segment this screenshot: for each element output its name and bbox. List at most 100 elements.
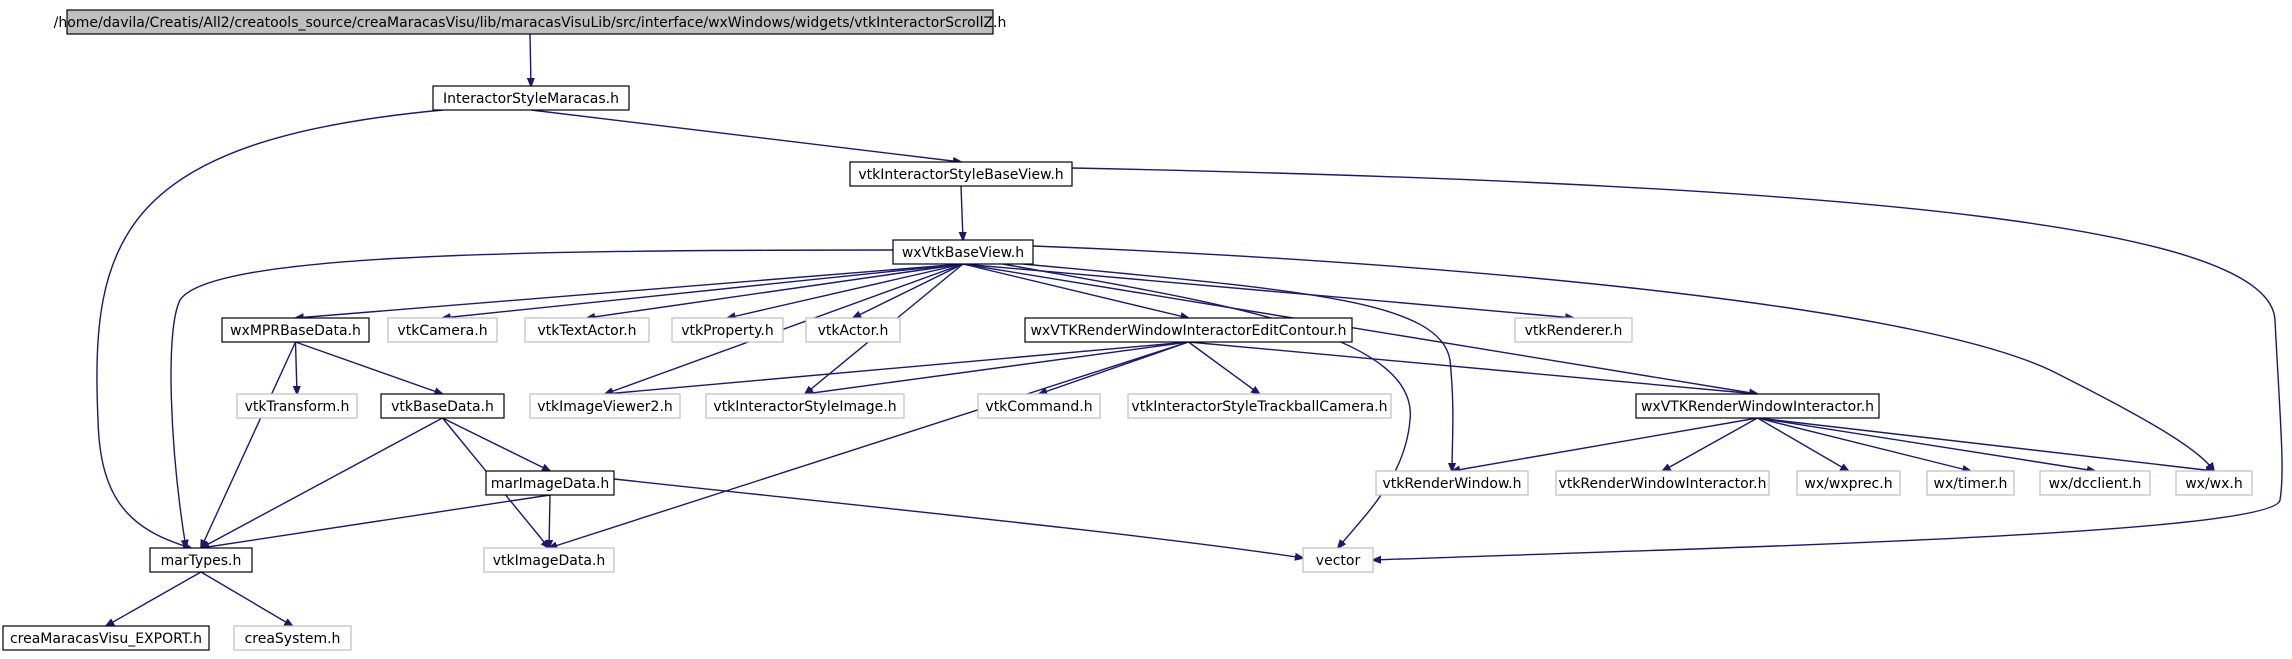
node-label: InteractorStyleMaracas.h — [443, 91, 619, 107]
node-wxtimer: wx/timer.h — [1926, 470, 2015, 496]
edge-vtkbd-to-martypes — [201, 417, 443, 548]
node-wxdc: wx/dcclient.h — [2039, 470, 2151, 496]
edge-wxvbv-to-wxmpr — [296, 263, 964, 318]
edge-marid-to-martypes — [201, 494, 551, 548]
node-wxrwiec[interactable]: wxVTKRenderWindowInteractorEditContour.h — [1024, 317, 1353, 343]
node-box — [1127, 393, 1392, 419]
node-box — [485, 470, 615, 496]
node-export[interactable]: creaMaracasVisu_EXPORT.h — [2, 625, 210, 651]
node-vtkbd[interactable]: vtkBaseData.h — [380, 393, 505, 419]
edge-wxvbv-to-vtkiv2 — [605, 263, 964, 394]
node-box — [483, 547, 615, 573]
edge-wxrwi-to-vtkrwi — [1663, 417, 1758, 471]
node-box — [233, 625, 352, 651]
node-box — [1024, 317, 1353, 343]
node-label: wxVTKRenderWindowInteractor.h — [1641, 399, 1874, 415]
node-creasys: creaSystem.h — [233, 625, 352, 651]
node-label: wxVTKRenderWindowInteractorEditContour.h — [1030, 323, 1346, 339]
edge-wxrwiec-to-vtkistc — [1188, 341, 1260, 394]
node-label: wx/wx.h — [2185, 476, 2243, 492]
node-vtkcmd: vtkCommand.h — [977, 393, 1101, 419]
edge-wxvbv-to-martypes — [170, 249, 894, 548]
node-vtkcam: vtkCamera.h — [387, 317, 498, 343]
edge-vtkbd-to-marid — [442, 417, 551, 471]
node-box — [1926, 470, 2015, 496]
edge-wxvbv-to-vtktxt — [587, 263, 964, 318]
edge-root-to-ism — [530, 33, 531, 86]
node-label: marImageData.h — [491, 476, 610, 492]
edge-marid-to-vtkid — [549, 494, 550, 548]
node-box — [149, 547, 253, 573]
node-vtktrans: vtkTransform.h — [236, 393, 358, 419]
node-label: vtkTextActor.h — [537, 323, 636, 339]
edge-wxvbv-to-wxwx — [1032, 245, 2214, 471]
node-wxwx: wx/wx.h — [2175, 470, 2253, 496]
node-label: vtkCamera.h — [397, 323, 487, 339]
edge-wxvbv-to-wxrwi — [962, 263, 1758, 394]
node-label: creaSystem.h — [245, 631, 341, 647]
node-martypes[interactable]: marTypes.h — [149, 547, 253, 573]
node-vtkistc: vtkInteractorStyleTrackballCamera.h — [1127, 393, 1392, 419]
node-box — [671, 317, 784, 343]
node-box — [236, 393, 358, 419]
node-box — [1302, 547, 1374, 573]
edge-wxvbv-to-vtkren — [962, 263, 1574, 318]
node-label: wxMPRBaseData.h — [230, 323, 361, 339]
node-vtkisi: vtkInteractorStyleImage.h — [705, 393, 905, 419]
node-label: wx/timer.h — [1934, 476, 2008, 492]
node-box — [432, 85, 630, 111]
edge-wxrwi-to-wxprec — [1757, 417, 1849, 471]
node-vtkrw: vtkRenderWindow.h — [1375, 470, 1529, 496]
node-vtkren: vtkRenderer.h — [1514, 317, 1633, 343]
node-box — [387, 317, 498, 343]
edge-ism-to-martypes — [96, 109, 444, 548]
edge-wxrwiec-to-vtkcmd — [1039, 341, 1189, 394]
node-label: marTypes.h — [161, 553, 242, 569]
edge-wxmpr-to-vtktrans — [296, 341, 298, 394]
node-wxrwi[interactable]: wxVTKRenderWindowInteractor.h — [1635, 393, 1880, 419]
node-box — [221, 317, 370, 343]
edge-ism-to-isbv — [530, 109, 961, 162]
edge-wxrwi-to-vtkrw — [1452, 417, 1758, 471]
node-wxprec: wx/wxprec.h — [1796, 470, 1901, 496]
edge-wxvbv-to-vtkprop — [728, 263, 964, 318]
node-label: vtkBaseData.h — [391, 399, 494, 415]
node-label: vtkRenderWindow.h — [1383, 476, 1522, 492]
node-label: vtkActor.h — [818, 323, 889, 339]
node-box — [2175, 470, 2253, 496]
node-box — [1375, 470, 1529, 496]
node-box — [977, 393, 1101, 419]
edge-wxrwi-to-wxdc — [1757, 417, 2096, 471]
node-box — [1796, 470, 1901, 496]
node-ism[interactable]: InteractorStyleMaracas.h — [432, 85, 630, 111]
edge-martypes-to-creasys — [200, 571, 293, 626]
node-isbv[interactable]: vtkInteractorStyleBaseView.h — [849, 161, 1073, 187]
node-label: vtkInteractorStyleImage.h — [713, 399, 896, 415]
node-box — [1635, 393, 1880, 419]
node-box — [524, 317, 650, 343]
edge-wxvbv-to-vtkrw — [1022, 263, 1453, 471]
node-box — [529, 393, 681, 419]
node-box — [380, 393, 505, 419]
edge-wxvbv-to-vtkact — [853, 263, 964, 318]
node-box — [2, 625, 210, 651]
node-vtkact: vtkActor.h — [805, 317, 901, 343]
node-label: vector — [1316, 553, 1361, 569]
edge-wxvbv-to-wxrwiec — [962, 263, 1189, 318]
edge-wxrwiec-to-vtkid — [549, 341, 1189, 548]
node-vtkrwi: vtkRenderWindowInteractor.h — [1555, 470, 1770, 496]
edge-wxvbv-to-vector — [1002, 263, 1411, 548]
node-box — [705, 393, 905, 419]
edge-wxrwi-to-wxtimer — [1757, 417, 1971, 471]
node-marid[interactable]: marImageData.h — [485, 470, 615, 496]
node-wxmpr[interactable]: wxMPRBaseData.h — [221, 317, 370, 343]
node-vtkid: vtkImageData.h — [483, 547, 615, 573]
node-label: vtkRenderer.h — [1525, 323, 1623, 339]
edge-isbv-to-vector — [1071, 167, 2283, 560]
node-root[interactable]: /home/davila/Creatis/All2/creatools_sour… — [54, 9, 1007, 35]
edge-wxmpr-to-martypes — [201, 341, 297, 548]
edge-wxmpr-to-vtkbd — [295, 341, 443, 394]
node-wxvbv[interactable]: wxVtkBaseView.h — [892, 239, 1034, 265]
edge-wxvbv-to-vtkcam — [443, 263, 964, 318]
node-box — [805, 317, 901, 343]
